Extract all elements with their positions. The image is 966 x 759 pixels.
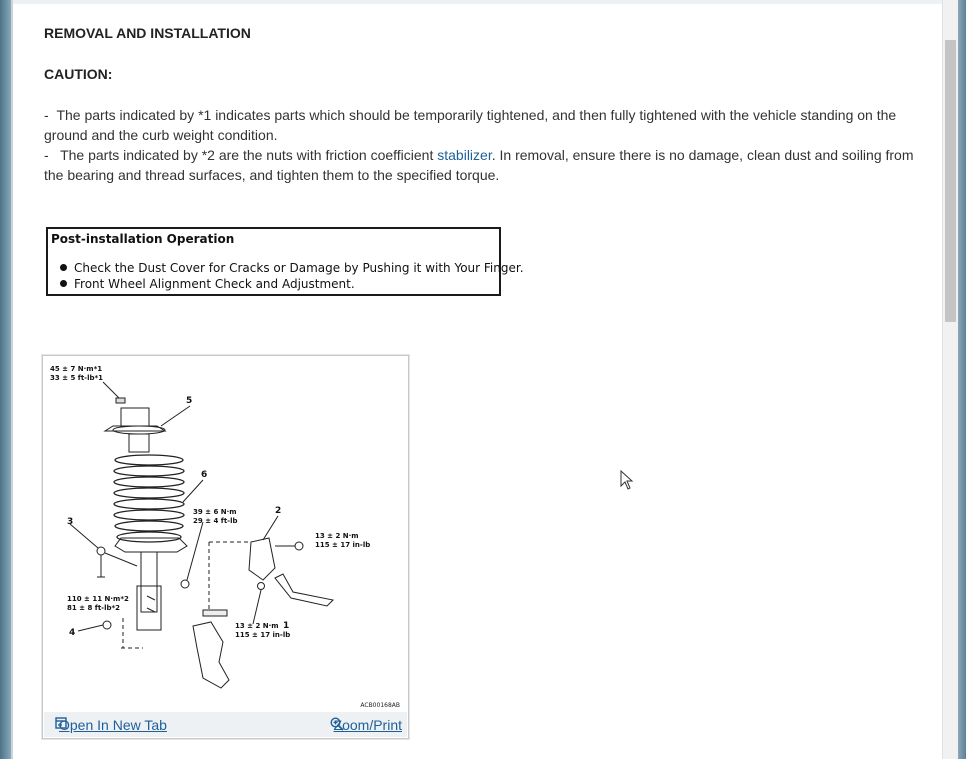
caution-text-1: - The parts indicated by *1 indicates pa… — [44, 107, 897, 143]
caution-label: CAUTION: — [44, 66, 113, 82]
callout-4: 4 — [69, 628, 75, 638]
torque-left-line-1: 110 ± 11 N·m*2 — [67, 595, 129, 603]
list-item: Check the Dust Cover for Cracks or Damag… — [58, 260, 524, 276]
section-heading: REMOVAL AND INSTALLATION — [44, 25, 251, 41]
document-page: REMOVAL AND INSTALLATION CAUTION: - The … — [13, 0, 942, 759]
callout-3: 3 — [67, 517, 73, 527]
list-item-text: Front Wheel Alignment Check and Adjustme… — [74, 277, 355, 291]
scrollbar-thumb[interactable] — [945, 40, 956, 322]
post-installation-list: Check the Dust Cover for Cracks or Damag… — [58, 260, 524, 292]
caution-text-2: - The parts indicated by *2 are the nuts… — [44, 145, 924, 185]
torque-bottom-line-2: 115 ± 17 in-lb — [235, 631, 290, 639]
torque-bottom-line-1: 13 ± 2 N·m — [235, 622, 279, 630]
torque-right-line-2: 115 ± 17 in-lb — [315, 541, 370, 549]
callout-6: 6 — [201, 470, 207, 480]
open-new-tab-link[interactable]: Open In New Tab — [55, 717, 167, 733]
list-item: Front Wheel Alignment Check and Adjustme… — [58, 276, 524, 292]
bullet-icon — [60, 264, 67, 271]
stabilizer-link[interactable]: stabilizer — [437, 147, 492, 163]
zoom-print-link[interactable]: Zoom/Print — [330, 717, 402, 733]
post-installation-box: Post-installation Operation Check the Du… — [46, 227, 524, 296]
strut-assembly-drawing: 45 ± 7 N·m*1 33 ± 5 ft-lb*1 — [50, 365, 370, 689]
top-band — [13, 0, 942, 4]
torque-right-line-1: 13 ± 2 N·m — [315, 532, 359, 540]
mouse-cursor-icon — [620, 469, 634, 495]
figure-action-bar — [44, 712, 407, 737]
list-item-text: Check the Dust Cover for Cracks or Damag… — [74, 261, 524, 275]
caution-2-suffix: . In removal, ensure there is no damage,… — [44, 147, 914, 183]
window-left-border — [11, 0, 13, 759]
caution-2-prefix: - The parts indicated by *2 are the nuts… — [44, 147, 438, 163]
post-installation-title: Post-installation Operation — [51, 232, 235, 246]
torque-mid-line-1: 39 ± 6 N·m — [193, 508, 237, 516]
vertical-scrollbar[interactable] — [942, 0, 958, 759]
torque-top-line-2: 33 ± 5 ft-lb*1 — [50, 374, 103, 382]
open-new-tab-label: Open In New Tab — [59, 717, 167, 733]
desktop-left-edge — [0, 0, 11, 759]
strut-diagram-figure[interactable]: 45 ± 7 N·m*1 33 ± 5 ft-lb*1 — [42, 355, 409, 739]
torque-mid-line-2: 29 ± 4 ft-lb — [193, 517, 238, 525]
figure-code: ACB00168AB — [360, 702, 400, 709]
torque-top-line-1: 45 ± 7 N·m*1 — [50, 365, 102, 373]
callout-1: 1 — [283, 621, 289, 631]
torque-left-line-2: 81 ± 8 ft-lb*2 — [67, 604, 120, 612]
callout-5: 5 — [186, 396, 192, 406]
desktop-right-edge — [958, 0, 966, 759]
bullet-icon — [60, 280, 67, 287]
callout-2: 2 — [275, 506, 281, 516]
zoom-print-label: Zoom/Print — [333, 717, 402, 733]
